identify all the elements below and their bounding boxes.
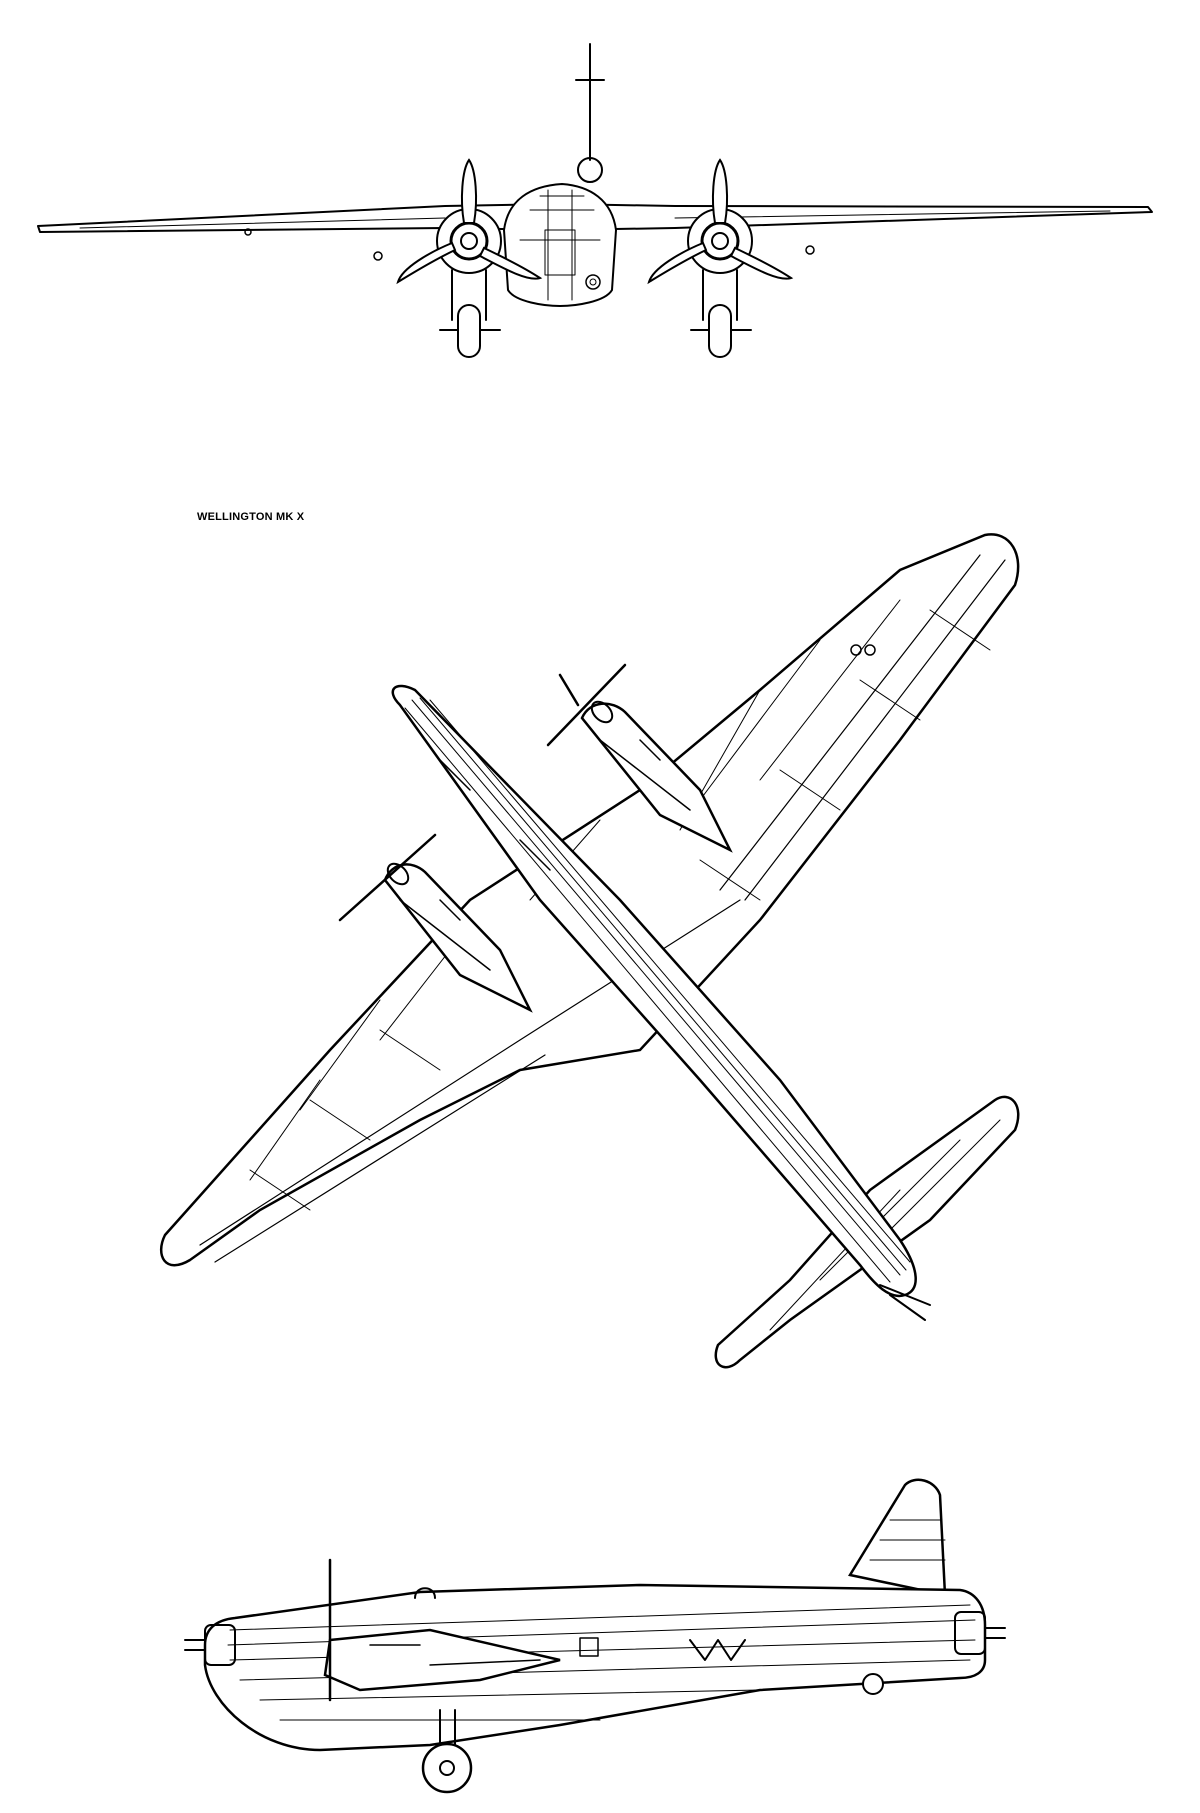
plan-view-drawing [159,533,1020,1369]
front-elevation-view [0,0,1200,400]
front-left-engine [396,158,543,358]
side-landing-gear [421,1673,884,1794]
front-right-engine [647,158,794,358]
plan-view [0,480,1200,1400]
plan-left-engine-nacelle [338,833,533,1013]
plan-right-engine-nacelle [546,663,733,853]
side-elevation-view [0,1420,1200,1813]
side-elevation-drawing [184,1478,1006,1794]
side-fin [848,1478,947,1597]
aircraft-designation-caption: WELLINGTON MK X [197,511,305,523]
side-fuselage [184,1583,1006,1752]
plan-fuselage [391,684,931,1321]
front-elevation-drawing [37,43,1153,358]
side-engine-nacelle [323,1558,561,1702]
